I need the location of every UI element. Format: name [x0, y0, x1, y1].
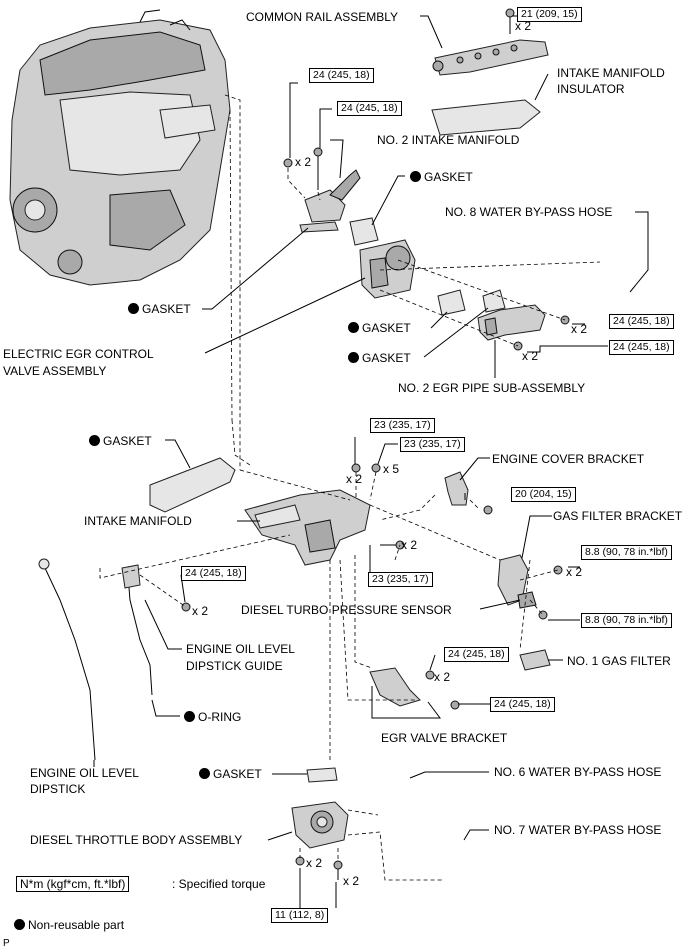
torque-throttle-body: 11 (112, 8)	[271, 908, 329, 923]
egr-valve-bracket-drawing	[369, 667, 421, 707]
label-gasket-throttle: GASKET	[199, 767, 262, 781]
label-intake-manifold-insulator-line2: INSULATOR	[557, 82, 625, 96]
label-gasket-mid2: GASKET	[348, 351, 411, 365]
label-diesel-throttle-body-assembly: DIESEL THROTTLE BODY ASSEMBLY	[30, 833, 243, 847]
non-reusable-marker	[410, 171, 421, 182]
label-no2-egr-pipe: NO. 2 EGR PIPE SUB-ASSEMBLY	[398, 381, 586, 395]
torque-egr-pipe-nut: 24 (245, 18)	[609, 314, 674, 329]
insulator-drawing	[431, 99, 541, 136]
label-no8-water-bypass-hose: NO. 8 WATER BY-PASS HOSE	[445, 205, 613, 219]
common-rail-drawing	[432, 8, 549, 76]
throttle-gasket-drawing	[306, 767, 338, 783]
label-intake-manifold: INTAKE MANIFOLD	[84, 514, 192, 528]
egr-valve-drawing	[359, 239, 416, 299]
legend-non-reusable: Non-reusable part	[14, 918, 124, 932]
qty-manifold-nuts: x 2	[346, 472, 363, 486]
non-reusable-marker	[348, 352, 359, 363]
label-egr-valve-bracket: EGR VALVE BRACKET	[381, 731, 508, 745]
label-gasket-left: GASKET	[128, 302, 191, 316]
torque-no2-intake-bolt: 24 (245, 18)	[337, 101, 402, 116]
label-electric-egr-control-valve-line2: VALVE ASSEMBLY	[3, 364, 107, 378]
engine-illustration	[9, 9, 231, 286]
label-no2-intake-manifold: NO. 2 INTAKE MANIFOLD	[377, 133, 520, 147]
legend-unit-box: N*m (kgf*cm, ft.*lbf)	[16, 876, 130, 892]
torque-manifold-bolt: 23 (235, 17)	[368, 572, 433, 587]
label-engine-oil-level-dipstick-line2: DIPSTICK	[30, 782, 86, 796]
torque-manifold-stud: 23 (235, 17)	[400, 437, 465, 452]
label-intake-manifold-insulator-line1: INTAKE MANIFOLD	[557, 66, 665, 80]
non-reusable-marker	[89, 435, 100, 446]
torque-engine-cover-bracket: 20 (204, 15)	[511, 487, 576, 502]
qty-throttle-bolts: x 2	[343, 874, 360, 888]
non-reusable-marker	[14, 919, 25, 930]
no2-intake-manifold-drawing	[283, 147, 361, 233]
torque-egr-bracket-bolt: 24 (245, 18)	[490, 697, 555, 712]
torque-egr-bracket-nut: 24 (245, 18)	[444, 647, 509, 662]
torque-common-rail: 21 (209, 15)	[517, 7, 582, 22]
torque-gas-filter-bracket: 8.8 (90, 78 in.*lbf)	[581, 545, 672, 560]
label-o-ring: O-RING	[184, 710, 241, 724]
intake-manifold-drawing	[244, 489, 371, 566]
label-engine-oil-level-dipstick-line1: ENGINE OIL LEVEL	[30, 766, 139, 780]
qty-egr-pipe-nuts: x 2	[571, 322, 588, 336]
label-engine-oil-level-dipstick-guide-line2: DIPSTICK GUIDE	[186, 659, 283, 673]
qty-dipstick-guide-bolts: x 2	[192, 604, 209, 618]
label-engine-cover-bracket: ENGINE COVER BRACKET	[492, 452, 645, 466]
egr-pipe-drawing	[477, 304, 546, 341]
qty-egr-pipe-bolts: x 2	[522, 349, 539, 363]
label-engine-oil-level-dipstick-guide-line1: ENGINE OIL LEVEL	[186, 642, 295, 656]
qty-manifold-studs: x 5	[383, 462, 400, 476]
throttle-body-drawing	[291, 801, 349, 849]
label-gasket-top: GASKET	[410, 170, 473, 184]
turbo-sensor-drawing	[517, 591, 537, 609]
torque-turbo-sensor: 8.8 (90, 78 in.*lbf)	[581, 613, 672, 628]
dipstick-drawing	[44, 567, 96, 761]
non-reusable-marker	[348, 322, 359, 333]
torque-manifold-nut: 23 (235, 17)	[370, 418, 435, 433]
no1-gas-filter-drawing	[519, 649, 551, 671]
qty-manifold-bolts: x 2	[401, 538, 418, 552]
torque-egr-pipe-bolt: 24 (245, 18)	[609, 340, 674, 355]
leader-lines	[93, 15, 649, 908]
label-no7-water-bypass-hose: NO. 7 WATER BY-PASS HOSE	[494, 823, 662, 837]
gasket-drawing-mid2	[482, 289, 506, 313]
legend-unit-text: : Specified torque	[172, 877, 266, 891]
qty-egr-bracket-nuts: x 2	[434, 670, 451, 684]
non-reusable-marker	[184, 711, 195, 722]
label-gas-filter-bracket: GAS FILTER BRACKET	[553, 509, 683, 523]
label-gasket-manifold: GASKET	[89, 434, 152, 448]
label-no1-gas-filter: NO. 1 GAS FILTER	[567, 654, 671, 668]
torque-dipstick-guide: 24 (245, 18)	[181, 566, 246, 581]
qty-gas-filter-bracket-bolts: x 2	[566, 565, 583, 579]
gasket-drawing-top	[349, 217, 379, 246]
label-common-rail-assembly: COMMON RAIL ASSEMBLY	[246, 10, 399, 24]
label-gasket-mid1: GASKET	[348, 321, 411, 335]
label-no6-water-bypass-hose: NO. 6 WATER BY-PASS HOSE	[494, 765, 662, 779]
qty-throttle-nuts: x 2	[306, 856, 323, 870]
engine-cover-bracket-drawing	[444, 471, 469, 506]
dipstick-guide-drawing	[127, 574, 153, 696]
gasket-drawing-mid1	[437, 289, 466, 316]
footer-code: P	[3, 938, 10, 949]
assembly-dashed-lines	[99, 94, 601, 881]
manifold-gasket-drawing	[149, 457, 236, 513]
torque-no2-intake-nut: 24 (245, 18)	[309, 68, 374, 83]
qty-no2-intake-nuts: x 2	[295, 155, 312, 169]
non-reusable-marker	[128, 303, 139, 314]
label-diesel-turbo-pressure-sensor: DIESEL TURBO PRESSURE SENSOR	[241, 603, 452, 617]
qty-common-rail-bolts: x 2	[515, 19, 532, 33]
label-electric-egr-control-valve-line1: ELECTRIC EGR CONTROL	[3, 347, 154, 361]
non-reusable-marker	[199, 768, 210, 779]
